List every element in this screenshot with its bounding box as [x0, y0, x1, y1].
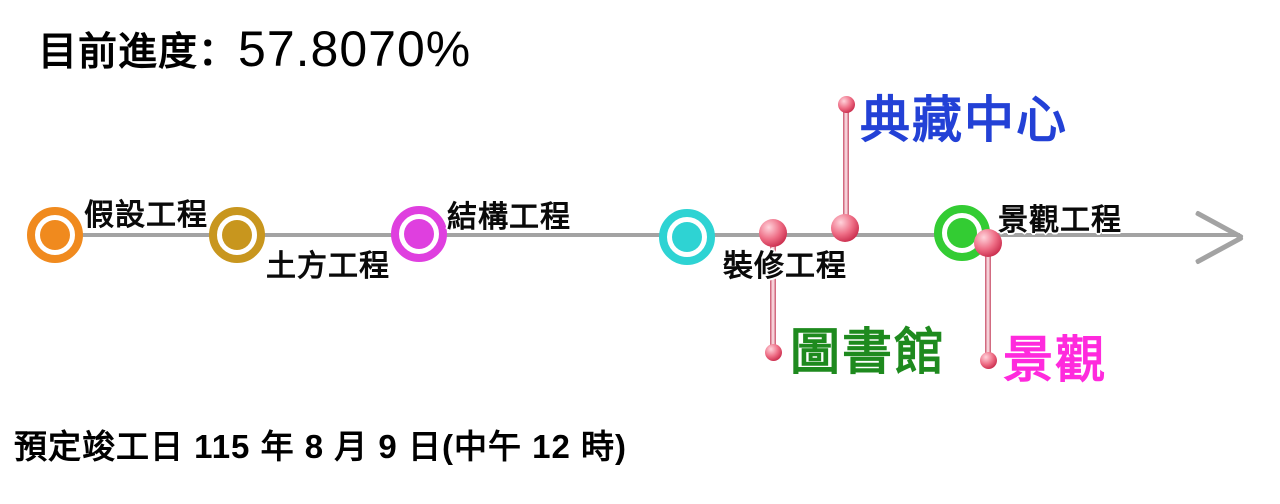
- milestone-dot: [672, 222, 702, 252]
- milestone-dot: [404, 219, 434, 249]
- progress-percentage-value: 57.8070%: [238, 21, 472, 77]
- stage-label-temporary-works: 假設工程: [84, 199, 208, 232]
- pin-stem-landscape: [985, 250, 991, 360]
- timeline-axis: [55, 233, 1240, 237]
- milestone-dot: [947, 218, 977, 248]
- pin-stem-library: [770, 240, 776, 352]
- pin-stem-collection-center: [843, 104, 849, 226]
- stage-label-finishing-works: 裝修工程: [723, 250, 847, 283]
- milestone-circle-stage-3: [391, 206, 447, 262]
- stage-label-structural-works: 結構工程: [447, 201, 571, 234]
- completion-date-text: 預定竣工日 115 年 8 月 9 日(中午 12 時): [14, 428, 627, 465]
- milestone-circle-stage-1: [27, 207, 83, 263]
- milestone-dot: [40, 220, 70, 250]
- page-title: 目前進度： 57.8070%: [38, 20, 471, 78]
- pin-label-library: 圖書館: [790, 324, 946, 380]
- progress-title-label: 目前進度：: [38, 31, 239, 74]
- pin-end-collection-center: [838, 96, 855, 113]
- pin-head-library: [759, 219, 787, 247]
- stage-label-landscape-works: 景觀工程: [998, 204, 1122, 237]
- pin-label-landscape: 景觀: [1003, 332, 1107, 388]
- milestone-dot: [222, 220, 252, 250]
- pin-head-landscape: [974, 229, 1002, 257]
- pin-label-collection-center: 典藏中心: [860, 92, 1068, 148]
- pin-head-collection-center: [831, 214, 859, 242]
- arrow-head-icon: [1194, 235, 1244, 265]
- stage-label-earthworks: 土方工程: [266, 250, 390, 283]
- milestone-circle-stage-4: [659, 209, 715, 265]
- milestone-circle-stage-2: [209, 207, 265, 263]
- pin-end-library: [765, 344, 782, 361]
- pin-end-landscape: [980, 352, 997, 369]
